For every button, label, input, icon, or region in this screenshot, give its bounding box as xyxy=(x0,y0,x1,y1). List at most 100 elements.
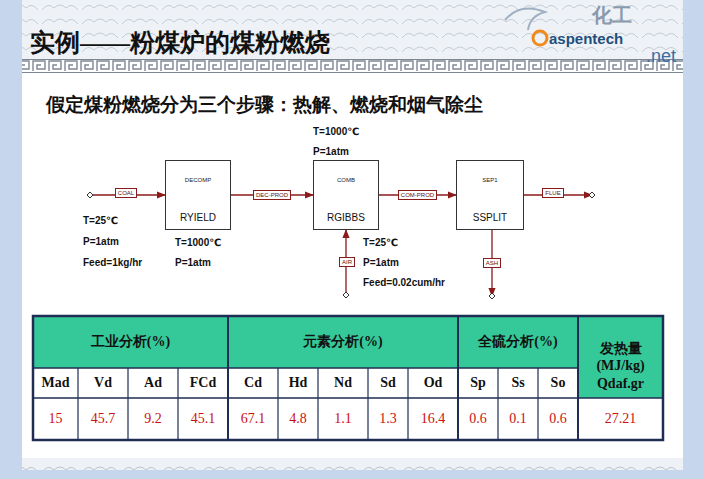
block-model: SSPLIT xyxy=(473,212,507,223)
table-rule xyxy=(277,368,278,440)
cell-text: Hd xyxy=(289,375,308,391)
condition-text: P=1atm xyxy=(175,257,211,268)
cell-text: 45.1 xyxy=(191,411,216,427)
stream-label: DEC-PROD xyxy=(253,190,291,200)
cell-text: Mad xyxy=(42,375,70,391)
table-rule xyxy=(577,316,579,440)
table-column-header: So xyxy=(538,368,578,398)
table-value: 0.1 xyxy=(498,398,538,440)
bottom-band xyxy=(22,458,683,470)
header-fill xyxy=(578,316,663,398)
border-line xyxy=(22,59,683,60)
table-rule xyxy=(177,368,178,440)
cell-text: 发热量 (MJ/kg) xyxy=(580,340,661,374)
table-group-header: 元素分析(%) xyxy=(228,316,458,368)
unit-block: DECOMP RYIELD xyxy=(165,160,231,230)
stream-terminal xyxy=(87,192,93,198)
cell-text: 1.1 xyxy=(334,411,352,427)
cell-text: Sd xyxy=(380,375,396,391)
block-model: RGIBBS xyxy=(327,212,365,223)
watermark-figure xyxy=(505,8,545,30)
table-rule xyxy=(497,368,498,440)
table-column-header: Ad xyxy=(128,368,178,398)
cell-text: 全硫分析(%) xyxy=(478,333,557,351)
table-value: 4.8 xyxy=(278,398,318,440)
unit-block: SEP1SSPLIT xyxy=(456,160,524,230)
condition-text: T=25℃ xyxy=(83,215,118,226)
stream-label: ASH xyxy=(483,258,501,268)
table-border xyxy=(33,316,663,440)
cell-text: 16.4 xyxy=(421,411,446,427)
cell-text: 0.6 xyxy=(549,411,567,427)
table-column-header: Ss xyxy=(498,368,538,398)
stream-terminal xyxy=(589,192,595,198)
cell-text: Sp xyxy=(470,375,486,391)
cell-text: Ad xyxy=(144,375,162,391)
condition-text: T=25℃ xyxy=(363,237,398,248)
table-column-header: Mad xyxy=(33,368,78,398)
slide-title: 实例——粉煤炉的煤粉燃烧 xyxy=(30,26,330,59)
table-grid xyxy=(33,316,663,440)
header-fill xyxy=(33,316,663,368)
table-column-header: Sp xyxy=(458,368,498,398)
table-value: 1.1 xyxy=(318,398,368,440)
table-group-header: 工业分析(%) xyxy=(33,316,228,368)
stream-terminal xyxy=(343,292,349,298)
border-line xyxy=(22,72,683,73)
subtitle: 假定煤粉燃烧分为三个步骤：热解、燃烧和烟气除尘 xyxy=(46,92,483,118)
table-rule xyxy=(457,316,459,440)
table-rule xyxy=(227,316,229,440)
watermark: 化工 xyxy=(592,2,632,29)
table-rule xyxy=(127,368,128,440)
cell-text: 0.6 xyxy=(469,411,487,427)
table-rule xyxy=(77,368,78,440)
cell-text: 0.1 xyxy=(509,411,527,427)
table-value: 1.3 xyxy=(368,398,408,440)
table-column-header: Sd xyxy=(368,368,408,398)
table-rule xyxy=(317,368,318,440)
cell-text: Ss xyxy=(511,375,524,391)
key-border xyxy=(22,60,683,72)
condition-text: P=1atm xyxy=(313,146,349,157)
table-value: 27.21 xyxy=(578,398,663,440)
cell-text: Cd xyxy=(244,375,262,391)
cell-text: Vd xyxy=(94,375,112,391)
stream-terminal xyxy=(489,293,495,299)
table-column-header: Od xyxy=(408,368,458,398)
table-value: 9.2 xyxy=(128,398,178,440)
unit-block: COMBRGIBBS xyxy=(313,160,379,230)
cell-text: 4.8 xyxy=(289,411,307,427)
table-column-header: Vd xyxy=(78,368,128,398)
logo-swirl xyxy=(533,31,547,45)
table-value: 0.6 xyxy=(458,398,498,440)
block-model: RYIELD xyxy=(180,212,216,223)
table-column-header: Qdaf.gr xyxy=(578,370,663,398)
cell-text: 工业分析(%) xyxy=(91,333,170,351)
cell-text: 67.1 xyxy=(241,411,266,427)
table-value: 45.7 xyxy=(78,398,128,440)
condition-text: T=1000℃ xyxy=(175,237,221,248)
cell-text: 45.7 xyxy=(91,411,116,427)
table-rule xyxy=(407,368,408,440)
table-column-header: Nd xyxy=(318,368,368,398)
cell-text: 9.2 xyxy=(144,411,162,427)
table-column-header: Hd xyxy=(278,368,318,398)
cell-text: Qdaf.gr xyxy=(597,376,644,392)
slide xyxy=(22,0,683,470)
title-texture xyxy=(22,0,683,60)
table-value: 15 xyxy=(33,398,78,440)
table-column-header: FCd xyxy=(178,368,228,398)
cell-text: So xyxy=(551,375,566,391)
cell-text: Od xyxy=(424,375,443,391)
stream-label: FLUE xyxy=(542,188,563,198)
block-name: DECOMP xyxy=(185,177,211,183)
table-value: 45.1 xyxy=(178,398,228,440)
condition-text: Feed=0.02cum/hr xyxy=(363,277,445,288)
cell-text: 元素分析(%) xyxy=(303,333,382,351)
title-band xyxy=(22,0,683,60)
table-value: 67.1 xyxy=(228,398,278,440)
table-value: 16.4 xyxy=(408,398,458,440)
condition-text: P=1atm xyxy=(83,236,119,247)
table-column-header: Cd xyxy=(228,368,278,398)
bottom-texture xyxy=(22,458,683,470)
